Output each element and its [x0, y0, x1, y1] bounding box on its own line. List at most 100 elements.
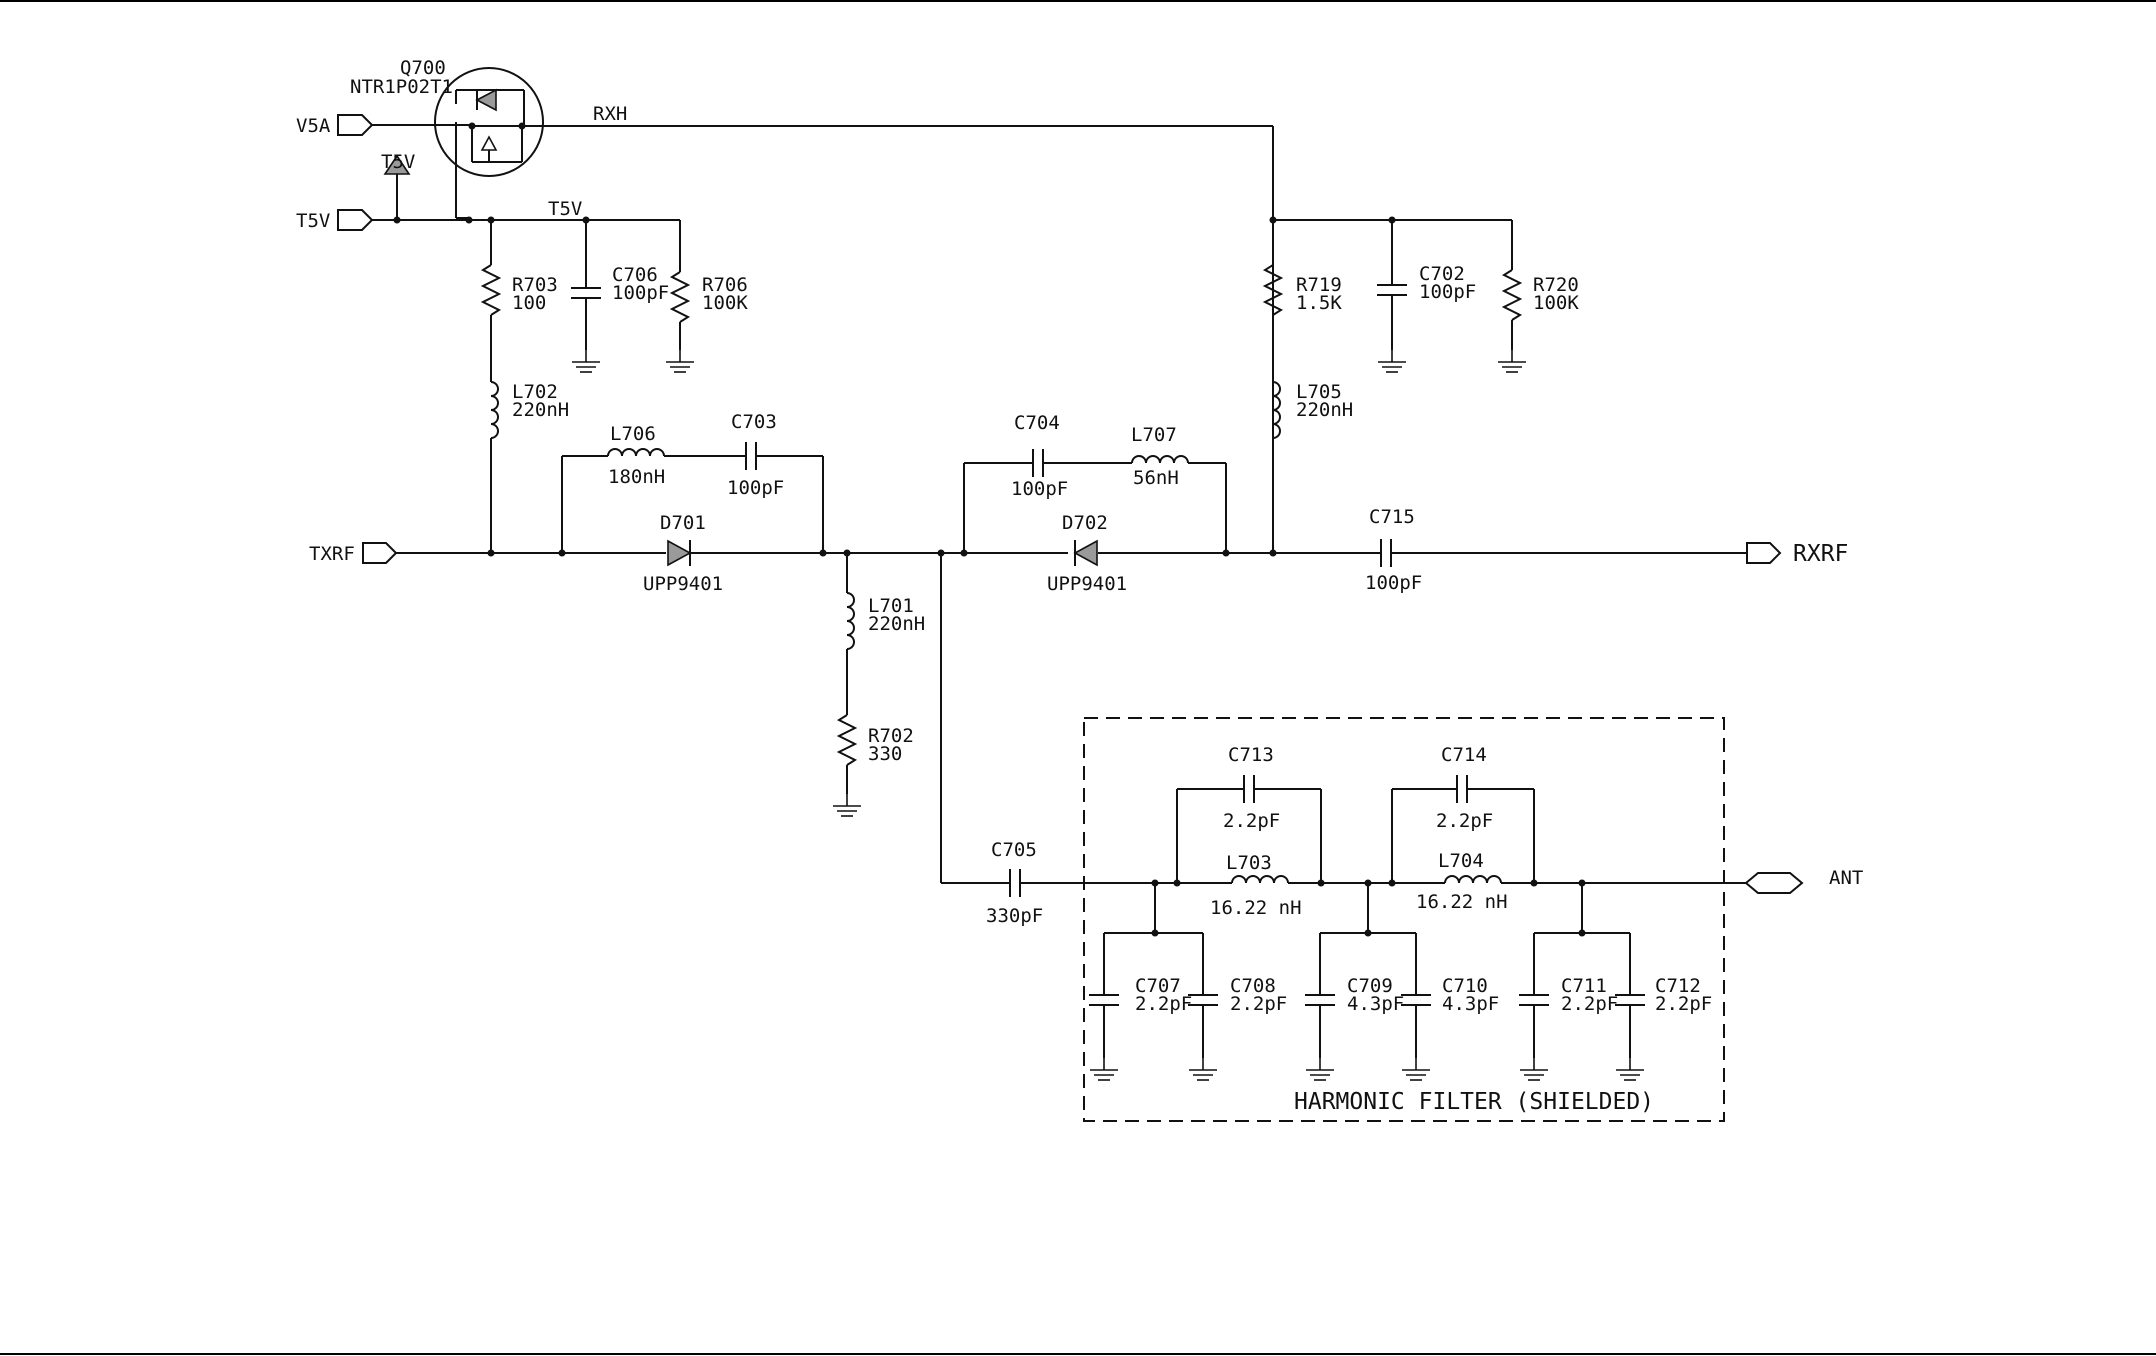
- d701-diode: [667, 539, 692, 567]
- c708-ref: C708: [1230, 975, 1276, 997]
- c713-capacitor: [1243, 775, 1255, 803]
- c702-value: 100pF: [1419, 281, 1476, 303]
- l704-value: 16.22 nH: [1416, 891, 1508, 913]
- harmonic-filter-label: HARMONIC FILTER (SHIELDED): [1294, 1089, 1654, 1115]
- l704-inductor: [1444, 875, 1502, 884]
- c709-capacitor: [1305, 994, 1335, 1006]
- harmonic-filter-box: [1083, 717, 1725, 1122]
- l706-ref: L706: [610, 423, 656, 445]
- c706-ref: C706: [612, 264, 658, 286]
- rxrf-label: RXRF: [1793, 541, 1848, 567]
- r706-ref: R706: [702, 274, 748, 296]
- l704-ref: L704: [1438, 850, 1484, 872]
- c713-value: 2.2pF: [1223, 810, 1280, 832]
- r706-value: 100K: [702, 292, 748, 314]
- l705-ref: L705: [1296, 381, 1342, 403]
- l701-inductor: [846, 592, 855, 650]
- c714-ref: C714: [1441, 744, 1487, 766]
- l702-value: 220nH: [512, 399, 569, 421]
- r720-value: 100K: [1533, 292, 1579, 314]
- l702-ref: L702: [512, 381, 558, 403]
- v5a-label: V5A: [296, 115, 331, 137]
- l706-value: 180nH: [608, 466, 665, 488]
- c705-ref: C705: [991, 839, 1037, 861]
- txrf-label: TXRF: [309, 543, 355, 565]
- c715-capacitor: [1380, 539, 1392, 567]
- c708-value: 2.2pF: [1230, 993, 1287, 1015]
- c712-ref: C712: [1655, 975, 1701, 997]
- c703-value: 100pF: [727, 477, 784, 499]
- r719-value: 1.5K: [1296, 292, 1342, 314]
- c704-ref: C704: [1014, 412, 1060, 434]
- c712-value: 2.2pF: [1655, 993, 1712, 1015]
- c702-ref: C702: [1419, 263, 1465, 285]
- rxh-net-label: RXH: [593, 103, 627, 125]
- r702-value: 330: [868, 743, 902, 765]
- q700-part: NTR1P02T1: [350, 76, 453, 98]
- c707-ref: C707: [1135, 975, 1181, 997]
- t5v-port-icon: [337, 209, 374, 231]
- c705-capacitor: [1009, 869, 1021, 897]
- l701-value: 220nH: [868, 613, 925, 635]
- l705-inductor: [1272, 381, 1281, 439]
- c708-capacitor: [1188, 994, 1218, 1006]
- q700-ref: Q700: [400, 57, 446, 79]
- c705-value: 330pF: [986, 905, 1043, 927]
- c715-value: 100pF: [1365, 572, 1422, 594]
- l702-inductor: [490, 381, 499, 439]
- c707-capacitor: [1089, 994, 1119, 1006]
- l703-inductor: [1231, 875, 1289, 884]
- r719-ref: R719: [1296, 274, 1342, 296]
- r719-resistor: [1262, 264, 1284, 316]
- r702-resistor: [836, 714, 858, 766]
- c707-value: 2.2pF: [1135, 993, 1192, 1015]
- r720-ref: R720: [1533, 274, 1579, 296]
- d702-diode: [1068, 539, 1098, 567]
- c703-ref: C703: [731, 411, 777, 433]
- c713-ref: C713: [1228, 744, 1274, 766]
- c711-ref: C711: [1561, 975, 1607, 997]
- c714-capacitor: [1456, 775, 1468, 803]
- c714-value: 2.2pF: [1436, 810, 1493, 832]
- rxrf-port-icon: [1746, 542, 1782, 564]
- q700-mosfet-symbol: [434, 67, 544, 218]
- c702-capacitor: [1377, 284, 1407, 296]
- l707-inductor: [1131, 455, 1189, 464]
- l701-ref: L701: [868, 595, 914, 617]
- c706-capacitor: [571, 287, 601, 299]
- r702-ref: R702: [868, 725, 914, 747]
- l703-value: 16.22 nH: [1210, 897, 1302, 919]
- l706-inductor: [607, 448, 665, 457]
- d701-ref: D701: [660, 512, 706, 534]
- ant-label: ANT: [1829, 867, 1863, 889]
- r703-resistor: [480, 264, 502, 316]
- ant-port-icon: [1744, 872, 1804, 894]
- d702-part: UPP9401: [1047, 573, 1127, 595]
- r720-resistor: [1501, 269, 1523, 321]
- c711-capacitor: [1519, 994, 1549, 1006]
- t5v-net-label: T5V: [548, 198, 582, 220]
- d701-part: UPP9401: [643, 573, 723, 595]
- l707-ref: L707: [1131, 424, 1177, 446]
- c704-capacitor: [1032, 449, 1044, 477]
- c706-value: 100pF: [612, 282, 669, 304]
- r703-value: 100: [512, 292, 546, 314]
- v5a-port-icon: [337, 114, 374, 136]
- c715-ref: C715: [1369, 506, 1415, 528]
- r703-ref: R703: [512, 274, 558, 296]
- r706-resistor: [669, 271, 691, 323]
- l703-ref: L703: [1226, 852, 1272, 874]
- l707-value: 56nH: [1133, 467, 1179, 489]
- c712-capacitor: [1615, 994, 1645, 1006]
- c709-ref: C709: [1347, 975, 1393, 997]
- c703-capacitor: [745, 442, 757, 470]
- t5v-flag-label: T5V: [381, 151, 415, 173]
- c710-ref: C710: [1442, 975, 1488, 997]
- c709-value: 4.3pF: [1347, 993, 1404, 1015]
- c710-value: 4.3pF: [1442, 993, 1499, 1015]
- c704-value: 100pF: [1011, 478, 1068, 500]
- l705-value: 220nH: [1296, 399, 1353, 421]
- c711-value: 2.2pF: [1561, 993, 1618, 1015]
- t5v-label: T5V: [296, 210, 330, 232]
